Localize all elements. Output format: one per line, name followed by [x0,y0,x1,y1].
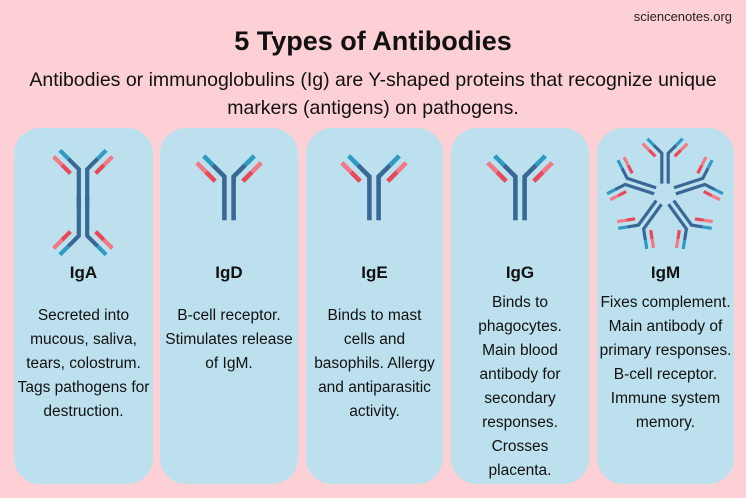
card-iga: IgA Secreted into mucous, saliva, tears,… [14,128,153,484]
type-name: IgE [361,263,388,282]
card-igd: IgD B-cell receptor. Stimulates release … [160,128,298,484]
pentamer-antibody-icon [603,137,727,254]
type-name: IgA [69,263,98,282]
monomer-antibody-icon [451,128,589,258]
type-description: Secreted into mucous, saliva, tears, col… [17,307,150,420]
type-description: B-cell receptor. Stimulates release of I… [165,307,293,372]
page-title: 5 Types of Antibodies [234,26,512,56]
type-description: Binds to phagocytes. Main blood antibody… [478,294,562,479]
card-igg: IgG Binds to phagocytes. Main blood anti… [451,128,589,484]
type-name: IgM [650,263,681,282]
subtitle: Antibodies or immunoglobulins (Ig) are Y… [29,69,717,119]
type-name: IgD [215,263,243,282]
monomer-antibody-icon [160,128,298,258]
card-ige: IgE Binds to mast cells and basophils. A… [306,128,443,484]
card-igm: IgM Fixes complement. Main antibody of p… [597,128,734,484]
monomer-antibody-icon [306,128,443,258]
dimer-antibody-icon [14,128,153,258]
type-description: Fixes complement. Main antibody of prima… [599,294,732,431]
source-label: sciencenotes.org [633,9,732,24]
type-description: Binds to mast cells and basophils. Aller… [314,307,435,420]
type-name: IgG [505,263,535,282]
